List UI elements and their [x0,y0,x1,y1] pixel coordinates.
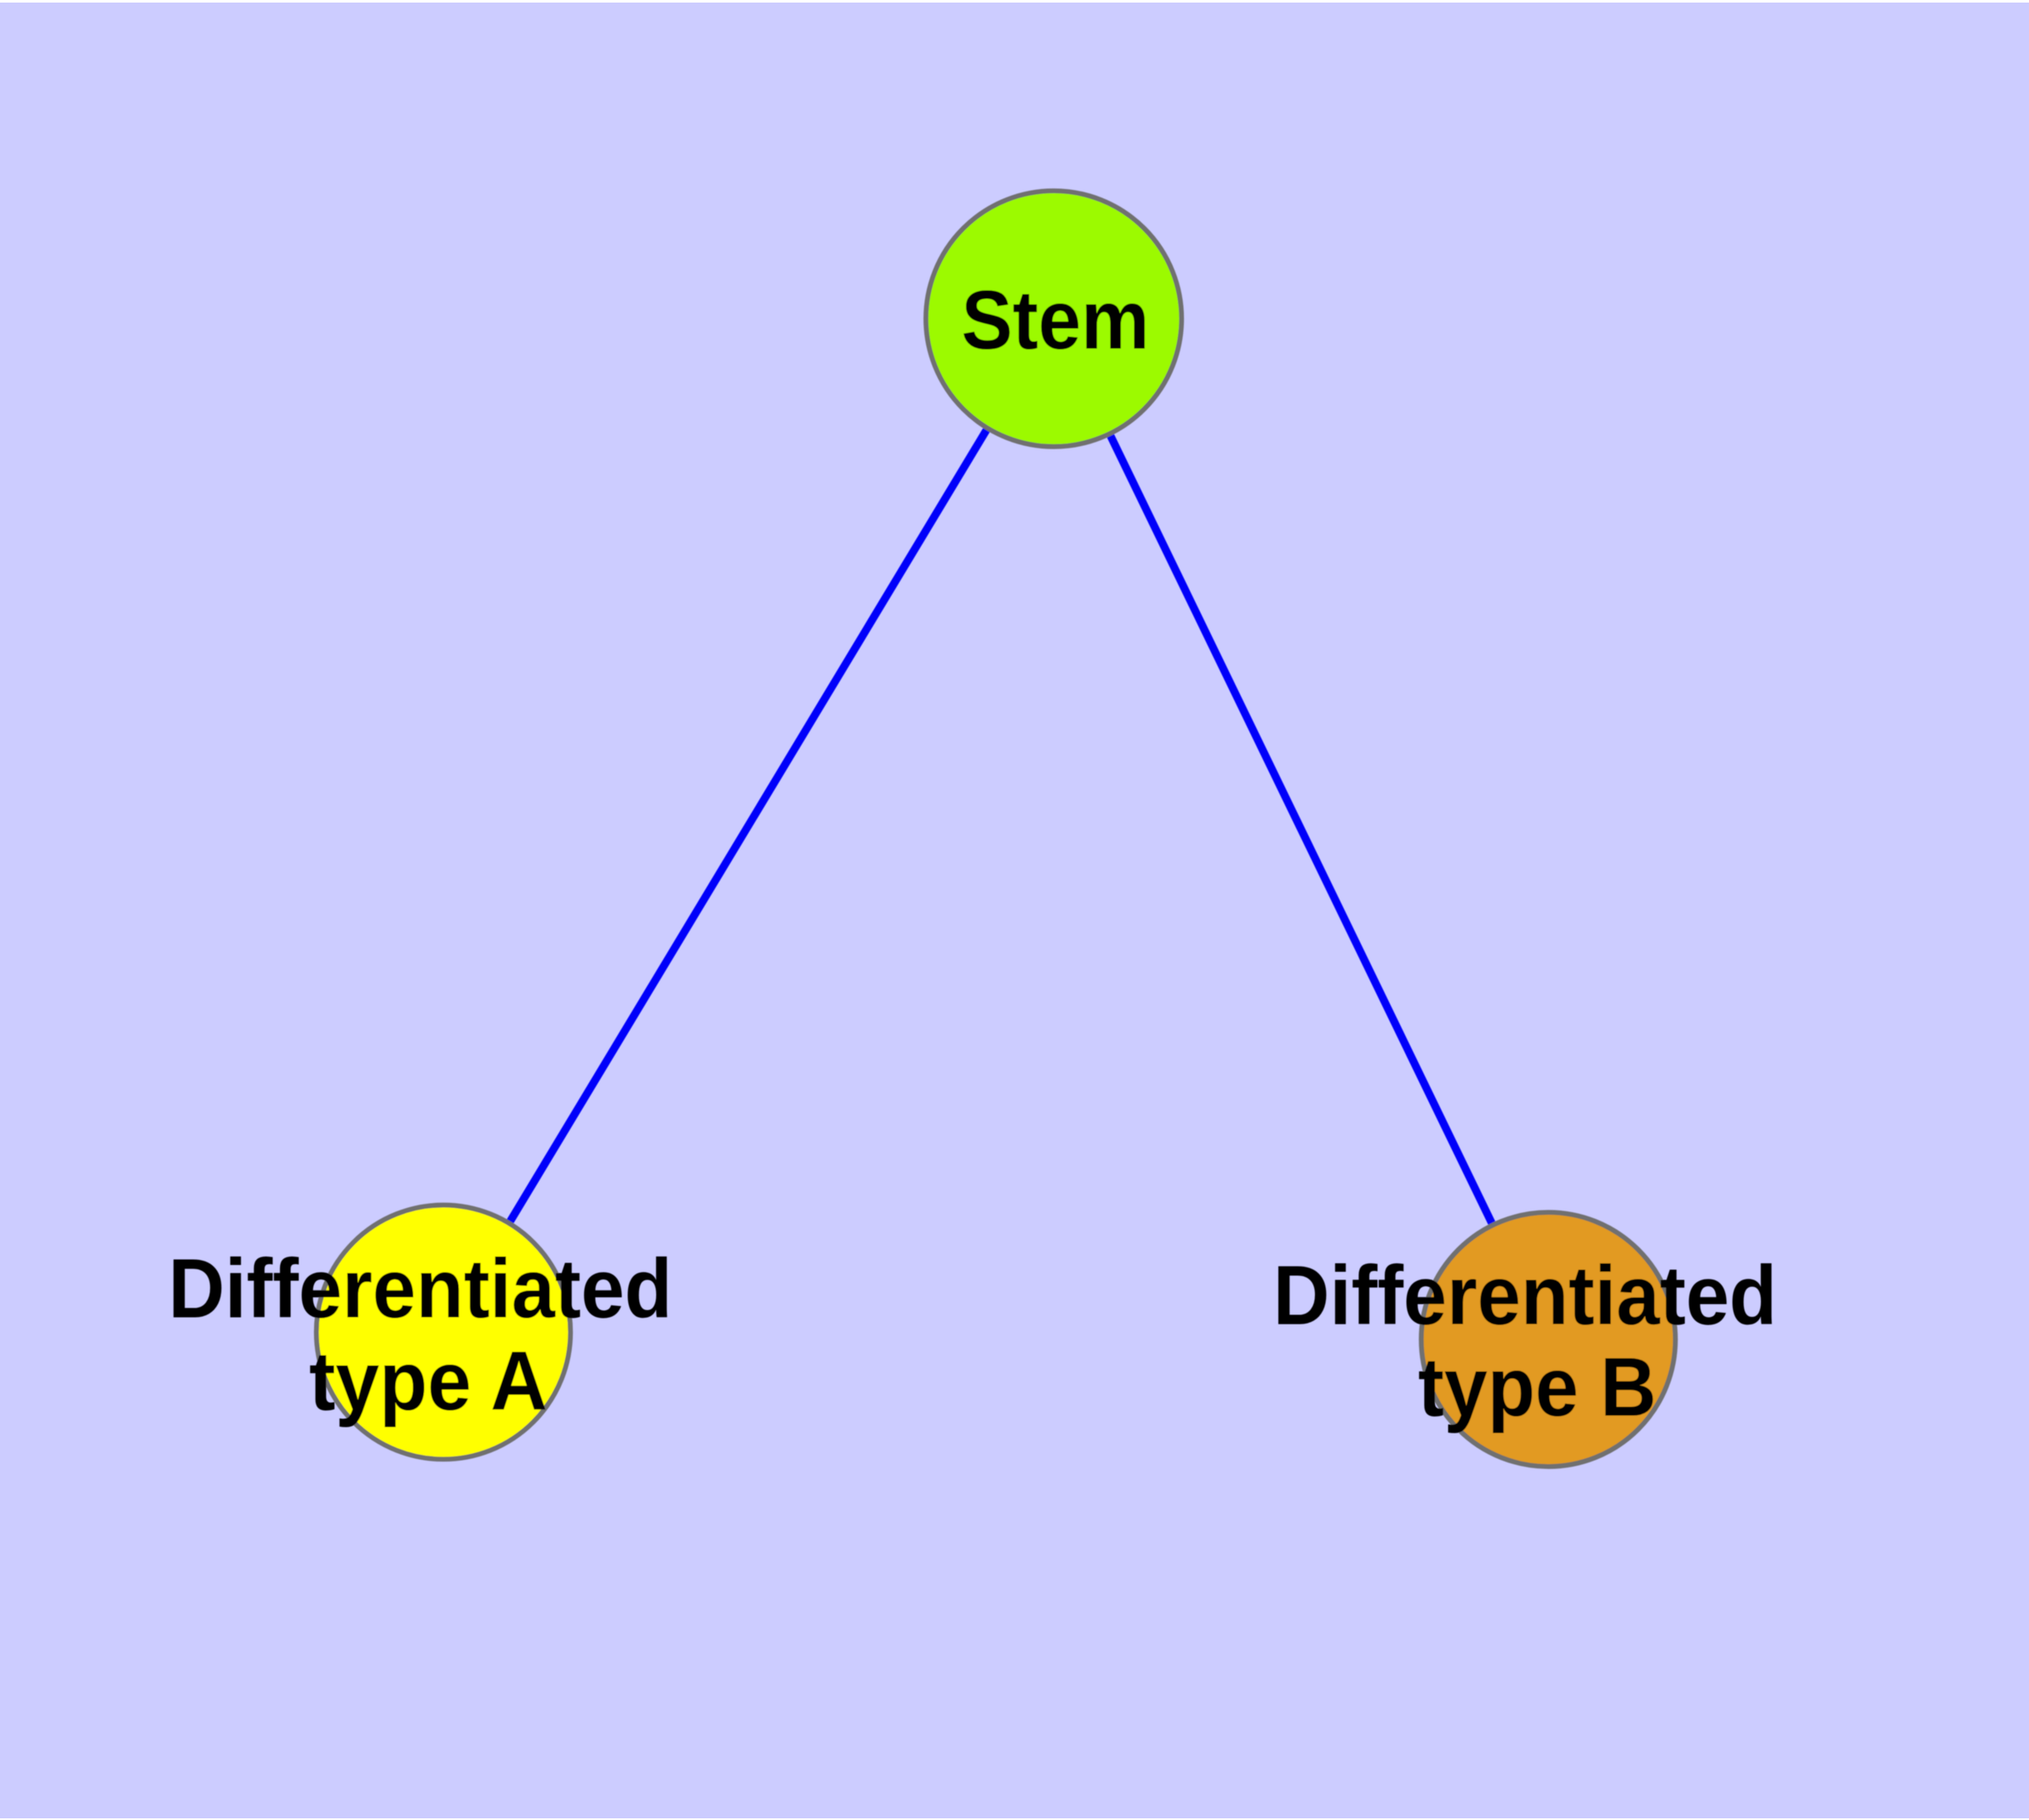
svg-text:Differentiated: Differentiated [169,1241,672,1335]
svg-text:type B: type B [1418,1340,1656,1434]
svg-text:Stem: Stem [962,272,1150,366]
svg-text:Differentiated: Differentiated [1273,1248,1777,1342]
svg-text:type A: type A [309,1334,547,1428]
